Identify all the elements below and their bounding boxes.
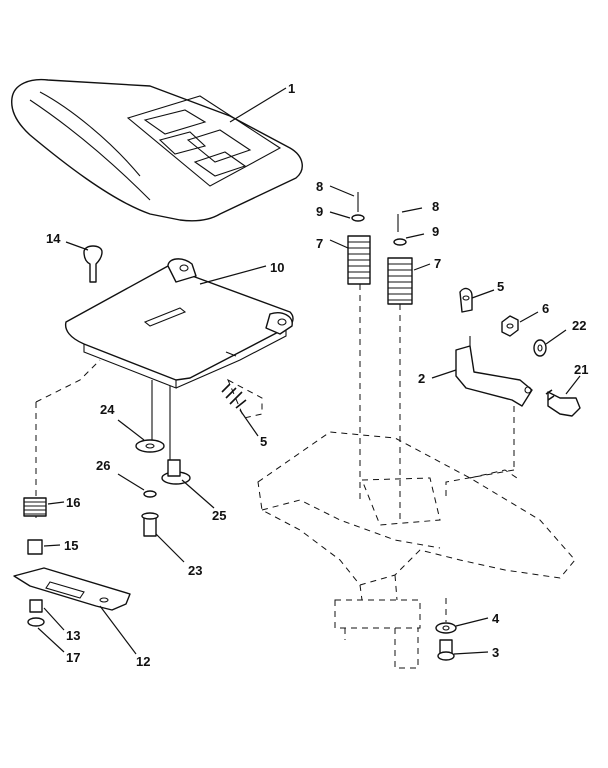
leader-2 [431,369,457,379]
callout-12: 12 [136,654,150,669]
callout-13: 13 [66,628,80,643]
callout-1: 1 [288,81,295,96]
leader-25 [181,479,215,509]
bolt-23 [141,512,159,537]
leader-17 [37,627,65,653]
callout-9-right: 9 [432,224,439,239]
nut-13 [29,599,43,613]
bolt-left [221,378,263,419]
callout-22: 22 [572,318,586,333]
seat [11,78,303,222]
callout-8-left: 8 [316,179,323,194]
callout-2: 2 [418,371,425,386]
leader-10 [199,265,267,285]
callout-3: 3 [492,645,499,660]
bracket-2 [455,336,533,407]
callout-23: 23 [188,563,202,578]
callout-labels: 1 2 3 4 5 5 6 7 7 8 8 9 9 10 12 13 14 15… [46,81,588,669]
callout-15: 15 [64,538,78,553]
bracket-guide-lower [445,469,515,498]
callout-5-right: 5 [497,279,504,294]
bushing-15 [27,539,43,555]
leader-8-left [329,185,355,197]
leader-6 [519,311,539,323]
callout-7-left: 7 [316,236,323,251]
leader-12 [99,605,137,655]
knob [83,245,103,283]
leader-4 [455,617,489,627]
bolt-21 [545,389,581,417]
callout-10: 10 [270,260,284,275]
washer-4 [435,622,457,634]
slide-plate [13,567,131,611]
seat-pan-bracket [64,258,294,460]
leader-21 [565,375,581,395]
leader-5-left [239,409,259,437]
washer-24 [135,439,165,453]
leader-23 [155,533,185,563]
leader-16 [47,501,65,505]
callout-7-right: 7 [434,256,441,271]
clip-right [459,287,473,313]
leader-8-right [401,207,423,213]
leader-26 [117,473,145,491]
leader-7-left [329,239,349,249]
leader-7-right [413,263,431,271]
leader-24 [117,419,145,441]
callout-9-left: 9 [316,204,323,219]
callout-26: 26 [96,458,110,473]
callout-17: 17 [66,650,80,665]
leader-14 [65,241,89,251]
washer-22 [533,339,547,357]
leader-3 [453,651,489,655]
callout-5-left: 5 [260,434,267,449]
callout-25: 25 [212,508,226,523]
spring-16 [23,497,47,517]
washer-17 [27,617,45,627]
leader-9-right [405,233,425,239]
spring-7-left [347,235,371,285]
leader-22 [545,329,567,345]
spring-7-right [387,257,413,305]
callout-24: 24 [100,402,115,417]
leader-9-left [329,211,351,219]
callout-14: 14 [46,231,61,246]
callout-6: 6 [542,301,549,316]
callout-4: 4 [492,611,500,626]
leader-1 [229,87,287,123]
knob-guide-line-upper [35,359,101,403]
pivot-pin [161,459,191,485]
washer-9-right [393,238,407,246]
washer-9-left [351,214,365,222]
washer-26 [143,490,157,498]
callout-16: 16 [66,495,80,510]
callout-21: 21 [574,362,588,377]
leader-15 [43,544,61,547]
callout-8-right: 8 [432,199,439,214]
nut-6 [501,315,519,337]
leader-13 [43,607,65,631]
leader-5-right [471,289,495,299]
bolt-3 [437,639,455,661]
tractor-frame-outline [257,431,576,669]
